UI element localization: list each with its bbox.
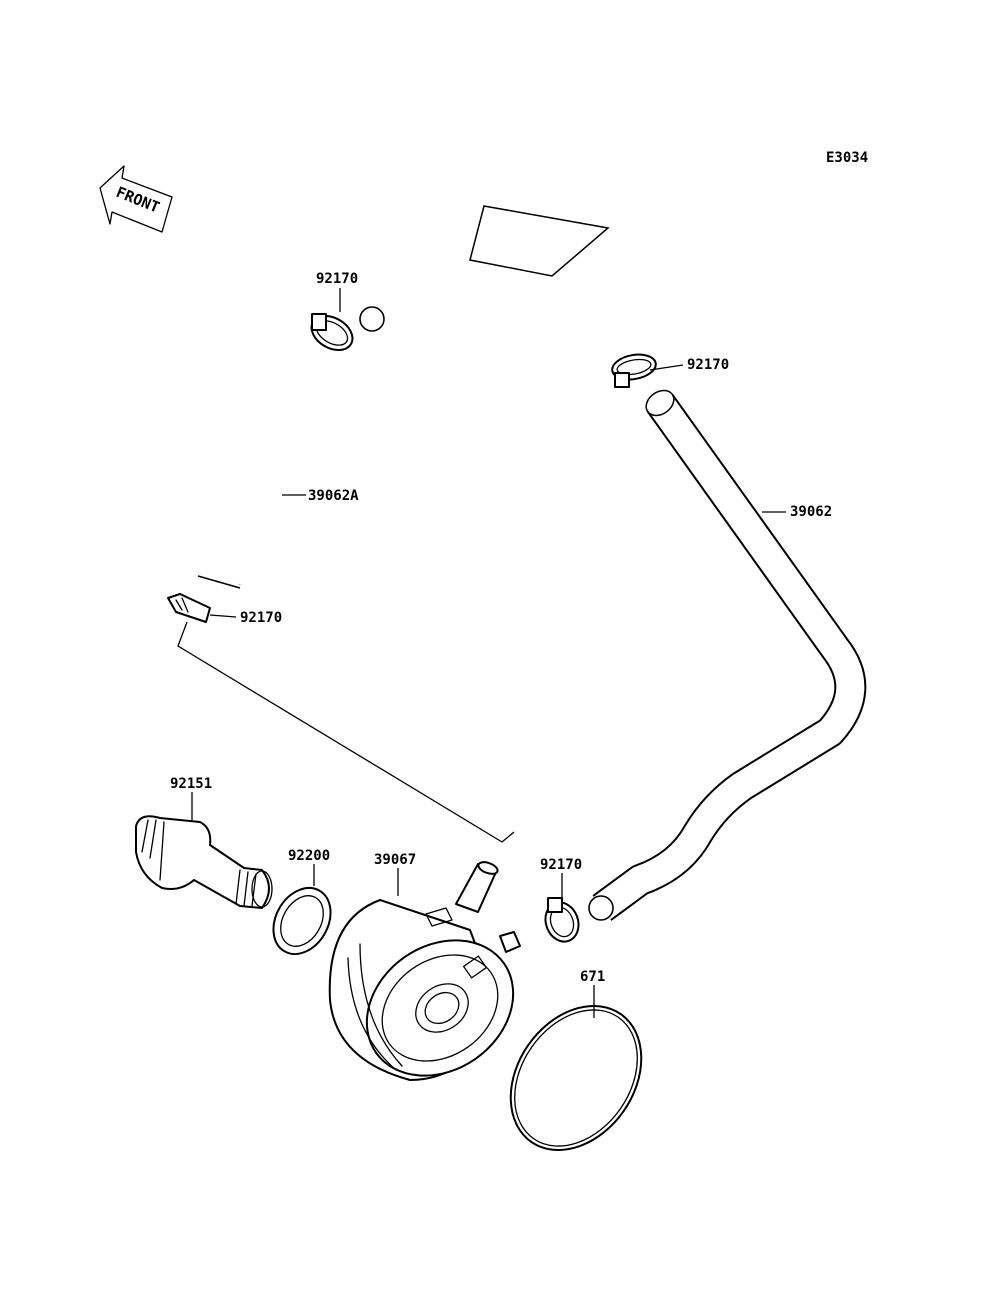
front-arrow-label: FRONT (114, 183, 163, 217)
clamp-upper-right-icon (611, 353, 657, 388)
oil-cooler-39067-icon (328, 861, 521, 1081)
connector-line (177, 621, 515, 843)
diagram-code: E3034 (826, 150, 868, 166)
front-arrow-icon: FRONT (99, 165, 173, 233)
clamp-upper-left-icon (310, 313, 354, 352)
clamp-pin-icon (167, 593, 211, 623)
label-cooler-39067: 39067 (374, 852, 416, 868)
label-hose-39062: 39062 (790, 504, 832, 520)
label-fitting-92151: 92151 (170, 776, 212, 792)
washer-92200-icon (272, 887, 332, 955)
label-clamp-upper-left: 92170 (316, 271, 358, 287)
hose-39062 (588, 389, 867, 921)
hose-39062a (197, 162, 653, 590)
label-hose-39062a: 39062A (308, 488, 359, 504)
clamp-lower-icon (544, 897, 580, 943)
label-clamp-upper-right: 92170 (687, 357, 729, 373)
label-clamp-pin: 92170 (240, 610, 282, 626)
oring-671-icon (509, 1004, 643, 1152)
label-washer-92200: 92200 (288, 848, 330, 864)
label-oring-671: 671 (580, 969, 605, 985)
label-clamp-lower: 92170 (540, 857, 582, 873)
fitting-92151-icon (135, 815, 273, 909)
